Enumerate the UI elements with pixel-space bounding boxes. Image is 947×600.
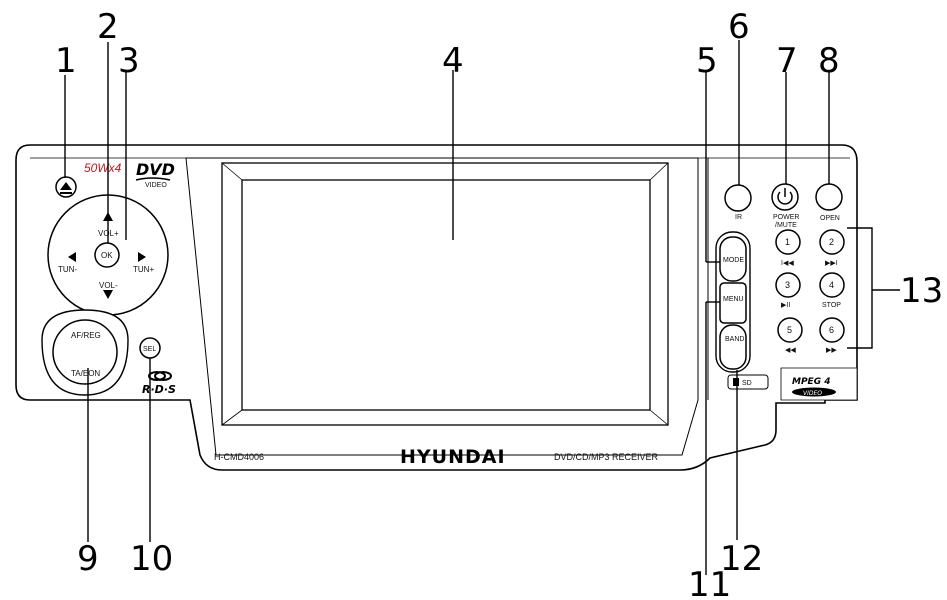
- preset-1-label: I◀◀: [781, 260, 794, 267]
- open-button[interactable]: [815, 183, 843, 211]
- tun-up-label: TUN+: [133, 265, 154, 274]
- sel-label: SEL: [143, 346, 156, 353]
- receiver-label: DVD/CD/MP3 RECEIVER: [554, 452, 659, 462]
- display-screen: [241, 179, 651, 411]
- mode-button[interactable]: [719, 236, 747, 282]
- menu-label: MENU: [723, 296, 744, 303]
- sd-label: SD: [742, 380, 752, 387]
- callout-5: 5: [696, 41, 718, 81]
- callout-4: 4: [442, 41, 464, 81]
- callout-12: 12: [720, 539, 763, 579]
- ir-sensor: [724, 184, 752, 212]
- band-label: BAND: [725, 336, 744, 343]
- preset-6-number: 6: [829, 325, 834, 335]
- band-button[interactable]: [719, 324, 747, 370]
- mode-label: MODE: [723, 257, 744, 264]
- model-label: H-CMD4006: [214, 452, 264, 462]
- bezel-corner: [221, 162, 243, 181]
- bezel-corner: [221, 409, 243, 426]
- ok-label: OK: [101, 251, 113, 260]
- bezel-corner: [649, 409, 669, 426]
- preset-3-label: ▶II: [781, 302, 790, 309]
- power-rating-label: 50Wx4: [84, 161, 122, 175]
- leader-lines: [64, 40, 830, 575]
- ok-button[interactable]: [94, 242, 120, 268]
- tun-down-label: TUN-: [58, 265, 77, 274]
- open-label: OPEN: [820, 215, 840, 222]
- dvd-logo: DVD: [136, 160, 175, 179]
- callout-9: 9: [77, 539, 99, 579]
- callout-1: 1: [55, 41, 77, 81]
- sd-card-icon: [733, 378, 739, 386]
- preset-button-5[interactable]: 5 ◀◀: [777, 317, 803, 354]
- callout-11: 11: [688, 565, 731, 600]
- callout-2: 2: [97, 7, 119, 47]
- preset-2-number: 2: [829, 237, 834, 247]
- callout-3: 3: [118, 41, 140, 81]
- callout-10: 10: [130, 539, 173, 579]
- ta-eon-label: TA/EON: [71, 369, 100, 378]
- preset-1-number: 1: [785, 237, 790, 247]
- callout-8: 8: [818, 41, 840, 81]
- eject-icon: [60, 182, 72, 194]
- rds-logo-icon: [148, 371, 166, 381]
- screen-section: [185, 157, 699, 456]
- mute-label: /MUTE: [775, 222, 797, 229]
- af-ta-button[interactable]: [52, 319, 118, 385]
- rds-logo-icon-ring: [154, 371, 172, 381]
- bezel-corner: [649, 162, 669, 181]
- callout-13: 13: [900, 271, 943, 311]
- power-label: POWER: [773, 214, 799, 221]
- preset-button-4[interactable]: 4 STOP: [819, 272, 845, 309]
- dvd-video-label: VIDEO: [145, 182, 167, 189]
- preset-5-label: ◀◀: [785, 347, 796, 354]
- right-arrow-icon: [138, 252, 146, 262]
- preset-button-2[interactable]: 2 ▶▶I: [819, 229, 845, 267]
- preset-4-label: STOP: [822, 302, 841, 309]
- ir-label: IR: [735, 214, 742, 221]
- down-arrow-icon: [103, 290, 113, 299]
- preset-button-3[interactable]: 3 ▶II: [775, 272, 801, 309]
- rds-label: R·D·S: [142, 383, 176, 396]
- preset-4-number: 4: [829, 280, 834, 290]
- preset-6-label: ▶▶: [826, 347, 837, 354]
- vol-down-label: VOL-: [99, 281, 118, 290]
- menu-button[interactable]: [719, 282, 747, 324]
- mpeg-video-badge: [792, 387, 836, 397]
- preset-2-label: ▶▶I: [825, 260, 838, 267]
- callout-7: 7: [776, 41, 798, 81]
- power-icon: [777, 191, 793, 205]
- preset-bracket: [847, 227, 900, 349]
- mpeg-video-label: VIDEO: [803, 390, 822, 397]
- preset-3-number: 3: [785, 280, 790, 290]
- dvd-logo-swoosh: [135, 177, 171, 181]
- af-reg-label: AF/REG: [71, 331, 101, 340]
- left-arrow-icon: [68, 252, 76, 262]
- preset-5-number: 5: [787, 325, 792, 335]
- mpeg-logo: MPEG 4: [792, 377, 830, 387]
- preset-button-1[interactable]: 1 I◀◀: [775, 229, 801, 267]
- brand-logo: HYUNDAI: [400, 446, 506, 468]
- preset-button-6[interactable]: 6 ▶▶: [819, 317, 845, 354]
- callout-6: 6: [728, 7, 750, 47]
